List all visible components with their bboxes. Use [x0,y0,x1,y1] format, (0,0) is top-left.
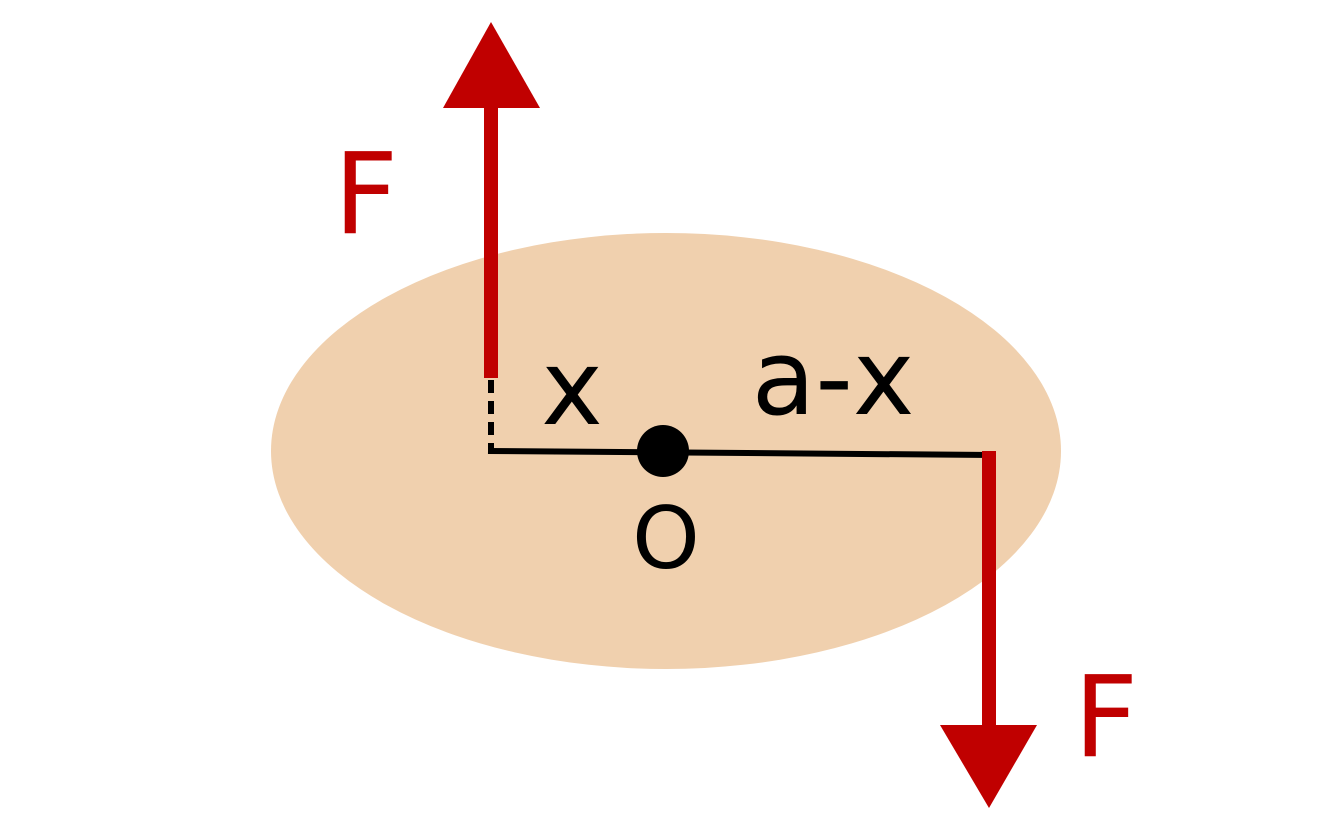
force-arrow-up-head [443,22,540,108]
force-label-top: F [334,130,398,260]
pivot-label-o: O [632,489,700,589]
moment-arm-line [487,448,993,458]
force-arrow-up [443,22,540,378]
force-arrow-down-head [940,725,1037,808]
force-arrow-down [940,451,1037,808]
distance-label-x: x [541,327,603,449]
force-label-bottom: F [1074,653,1138,783]
distance-label-a-minus-x: a-x [752,317,915,439]
pivot-point [637,425,689,477]
